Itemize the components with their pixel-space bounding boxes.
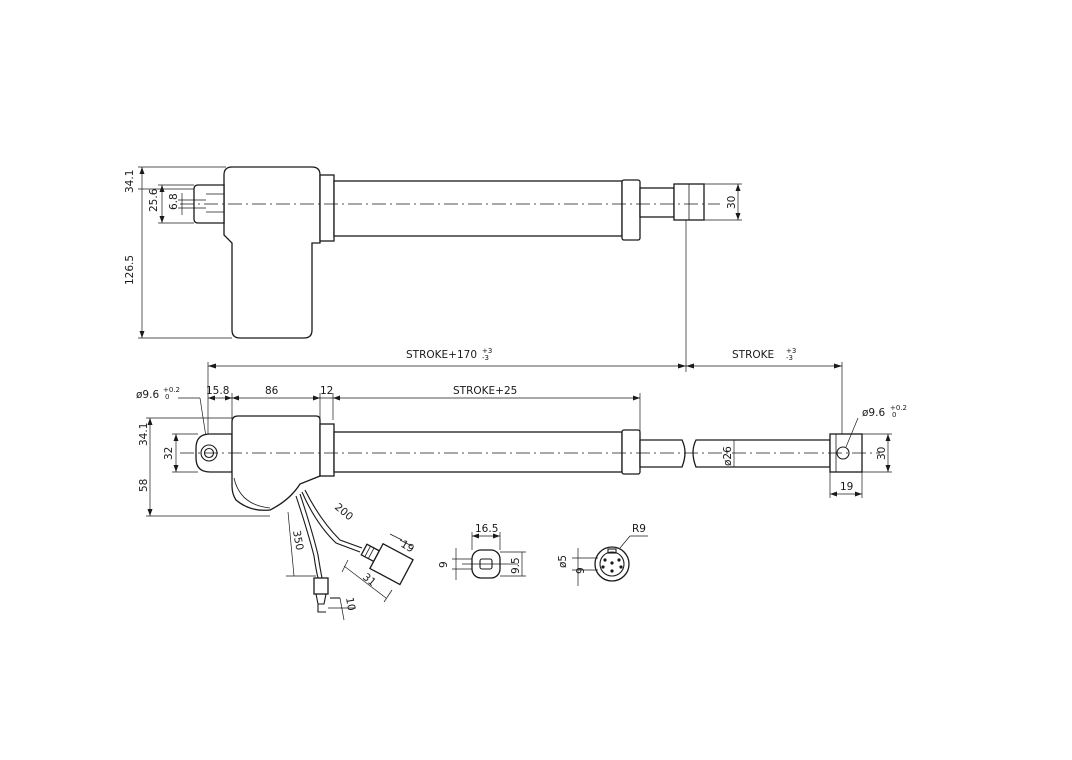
cable-jack <box>299 493 323 579</box>
dim-jack-10: 10 <box>343 596 357 611</box>
stroke-total-tol-upper: +3 <box>482 347 492 355</box>
din-detail: R9 ø5 9 <box>557 523 648 586</box>
connector-detail: 16.5 9 9.5 <box>438 523 526 580</box>
connector-width: 16.5 <box>475 523 498 535</box>
hole-left-label: ø9.6 <box>136 389 159 401</box>
top-view: 34.1 25.6 6.8 126.5 30 <box>124 166 742 339</box>
stroke-total-tol-lower: -3 <box>482 354 489 362</box>
dim-cable-350: 350 <box>290 529 305 551</box>
inner-rod-side-b <box>692 439 831 468</box>
outer-tube-top <box>333 180 623 237</box>
hole-left-tol-upper: +0.2 <box>163 386 180 394</box>
dim-34-1: 34.1 <box>138 423 150 446</box>
side-view: 34.1 32 58 ø26 ø9.6 +0.2 0 30 19 <box>138 404 907 517</box>
dim-cable-200: 200 <box>332 501 355 523</box>
stroke-tol-upper: +3 <box>786 347 796 355</box>
dim-plug-31: 31 <box>360 571 378 589</box>
dim-pin-hole: 6.8 <box>168 193 180 210</box>
collar-top <box>319 174 335 242</box>
hole-right-tol-upper: +0.2 <box>890 404 907 412</box>
dim-32: 32 <box>163 447 175 460</box>
dim-12: 12 <box>320 385 333 397</box>
stroke-label: STROKE <box>732 349 774 361</box>
dim-end-30: 30 <box>876 447 888 460</box>
dim-rod-end: 30 <box>726 196 738 209</box>
din-plug <box>360 542 414 586</box>
dim-end-19: 19 <box>840 481 853 493</box>
inner-rod-side-a <box>639 439 686 468</box>
inner-rod-top <box>639 187 675 218</box>
dim-height-upper: 34.1 <box>124 170 136 193</box>
dim-86: 86 <box>265 385 279 397</box>
din-height: 9 <box>575 567 587 574</box>
dim-stroke-plus: STROKE+25 <box>453 385 517 397</box>
hole-left-tol-lower: 0 <box>165 393 169 401</box>
dim-15-8: 15.8 <box>206 385 229 397</box>
jack-plug <box>313 577 340 613</box>
end-cap-top <box>621 179 641 241</box>
end-cap-side <box>621 429 641 475</box>
connector-right: 9.5 <box>510 557 522 574</box>
cables: 19 31 200 350 10 <box>286 489 417 621</box>
din-pin: ø5 <box>557 555 569 568</box>
hole-right-tol-lower: 0 <box>892 411 896 419</box>
stroke-dims: STROKE+170 +3 -3 STROKE +3 -3 15.8 86 12… <box>136 347 843 451</box>
dim-rod-dia: ø26 <box>722 446 734 466</box>
motor-body <box>231 415 321 511</box>
stroke-tol-lower: -3 <box>786 354 793 362</box>
dim-plug-19: 19 <box>399 538 417 555</box>
motor-housing-top <box>223 166 321 339</box>
din-radius: R9 <box>632 523 646 535</box>
cable-din <box>304 489 363 549</box>
stroke-total-label: STROKE+170 <box>406 349 477 361</box>
connector-left: 9 <box>438 561 450 568</box>
outer-tube-side <box>333 431 623 473</box>
collar-side <box>319 423 335 477</box>
dim-height-total: 126.5 <box>124 255 136 285</box>
dim-shaft-dia: 25.6 <box>148 188 160 212</box>
dim-58: 58 <box>138 479 150 492</box>
hole-right-label: ø9.6 <box>862 407 885 419</box>
